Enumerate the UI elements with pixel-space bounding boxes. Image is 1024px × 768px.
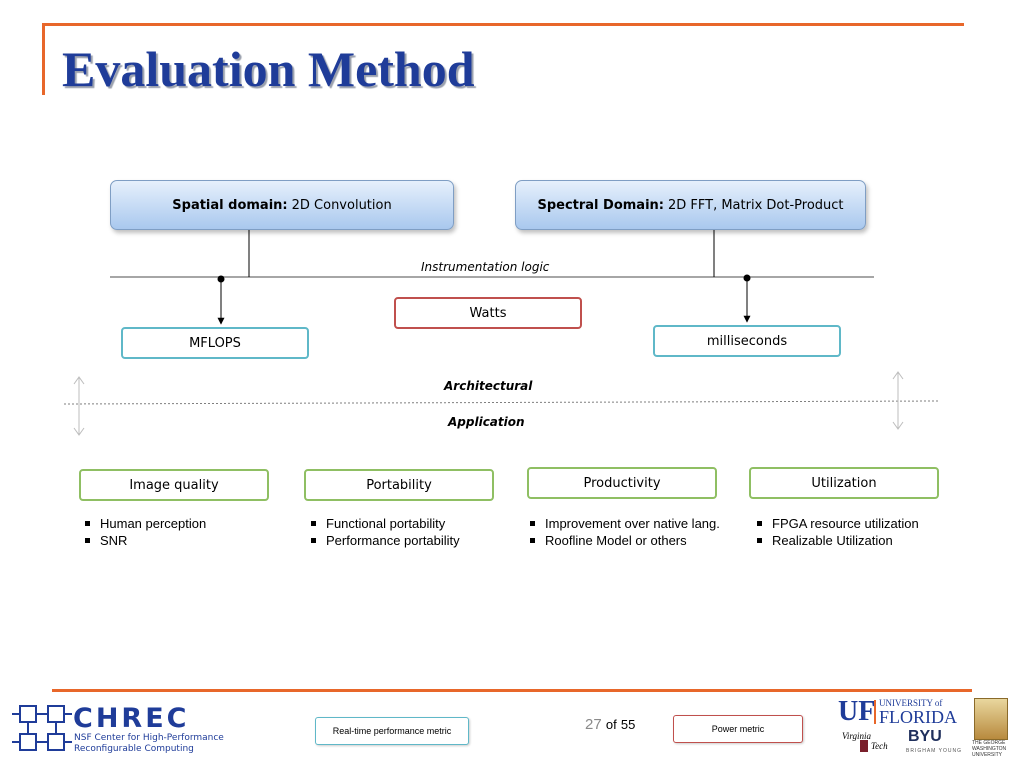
chrec-subtitle: NSF Center for High-Performance Reconfig… (74, 733, 224, 755)
uf-logo: UF (838, 696, 876, 727)
chrec-subtitle-line2: Reconfigurable Computing (74, 744, 194, 754)
vt-line2: Tech (871, 741, 888, 751)
spatial-domain-value: 2D Convolution (291, 197, 392, 213)
header-accent-bar (42, 23, 45, 95)
spectral-domain-value: 2D FFT, Matrix Dot-Product (668, 197, 844, 213)
diagram-connectors (63, 229, 939, 436)
utilization-bullets: FPGA resource utilization Realizable Uti… (754, 515, 919, 549)
list-item: Performance portability (308, 532, 460, 549)
category-portability: Portability (304, 469, 494, 501)
page-current: 27 (585, 716, 602, 733)
chrec-logo-icon (12, 705, 72, 751)
instrumentation-label: Instrumentation logic (421, 260, 550, 274)
watts-box: Watts (394, 297, 582, 329)
layer-application-label: Application (448, 415, 525, 429)
chrec-subtitle-line1: NSF Center for High-Performance (74, 733, 224, 743)
vt-line1: Virginia (842, 731, 871, 741)
spectral-domain-box: Spectral Domain: 2D FFT, Matrix Dot-Prod… (515, 180, 866, 230)
tap-point-left (217, 275, 225, 283)
footer-rule (52, 689, 972, 692)
portability-bullets: Functional portability Performance porta… (308, 515, 460, 549)
double-arrow-right-icon (892, 371, 904, 430)
list-item: Roofline Model or others (527, 532, 720, 549)
spatial-domain-box: Spatial domain: 2D Convolution (110, 180, 454, 230)
chrec-wordmark: CHREC (73, 703, 190, 734)
milliseconds-box: milliseconds (653, 325, 841, 357)
list-item: FPGA resource utilization (754, 515, 919, 532)
double-arrow-left-icon (73, 376, 85, 436)
gw-portrait-icon (974, 698, 1008, 740)
spatial-domain-label: Spatial domain: (172, 197, 288, 213)
spectral-domain-label: Spectral Domain: (537, 197, 664, 213)
byu-subtitle: BRIGHAM YOUNG (906, 748, 962, 754)
legend-realtime-metric: Real-time performance metric (315, 717, 469, 745)
productivity-bullets: Improvement over native lang. Roofline M… (527, 515, 720, 549)
gw-line2: WASHINGTON (972, 746, 1007, 752)
layer-architectural-label: Architectural (444, 379, 533, 393)
page-of: of (605, 717, 617, 732)
category-productivity: Productivity (527, 467, 717, 499)
header-rule (44, 23, 964, 26)
layer-divider (63, 400, 939, 405)
uf-florida-text: FLORIDA (879, 707, 958, 727)
list-item: SNR (82, 532, 206, 549)
uf-small-text: UNIVERSITY of (879, 698, 943, 708)
category-image-quality: Image quality (79, 469, 269, 501)
vt-mark-icon (860, 740, 868, 752)
tap-point-right (743, 274, 751, 282)
gw-line3: UNIVERSITY (972, 752, 1003, 758)
byu-logo: BYU (908, 728, 942, 745)
list-item: Realizable Utilization (754, 532, 919, 549)
mflops-box: MFLOPS (121, 327, 309, 359)
university-logos: UF UNIVERSITY of FLORIDA Virginia Tech B… (838, 698, 970, 766)
list-item: Functional portability (308, 515, 460, 532)
list-item: Human perception (82, 515, 206, 532)
legend-power-metric: Power metric (673, 715, 803, 743)
category-utilization: Utilization (749, 467, 939, 499)
image-quality-bullets: Human perception SNR (82, 515, 206, 549)
slide-title: Evaluation Method (62, 41, 475, 97)
gw-line1: THE GEORGE (972, 740, 1006, 746)
gw-text: THE GEORGE WASHINGTON UNIVERSITY (972, 740, 1006, 758)
page-number: 27 of 55 (585, 716, 635, 733)
uf-divider (874, 700, 876, 724)
page-total: 55 (620, 717, 636, 732)
list-item: Improvement over native lang. (527, 515, 720, 532)
